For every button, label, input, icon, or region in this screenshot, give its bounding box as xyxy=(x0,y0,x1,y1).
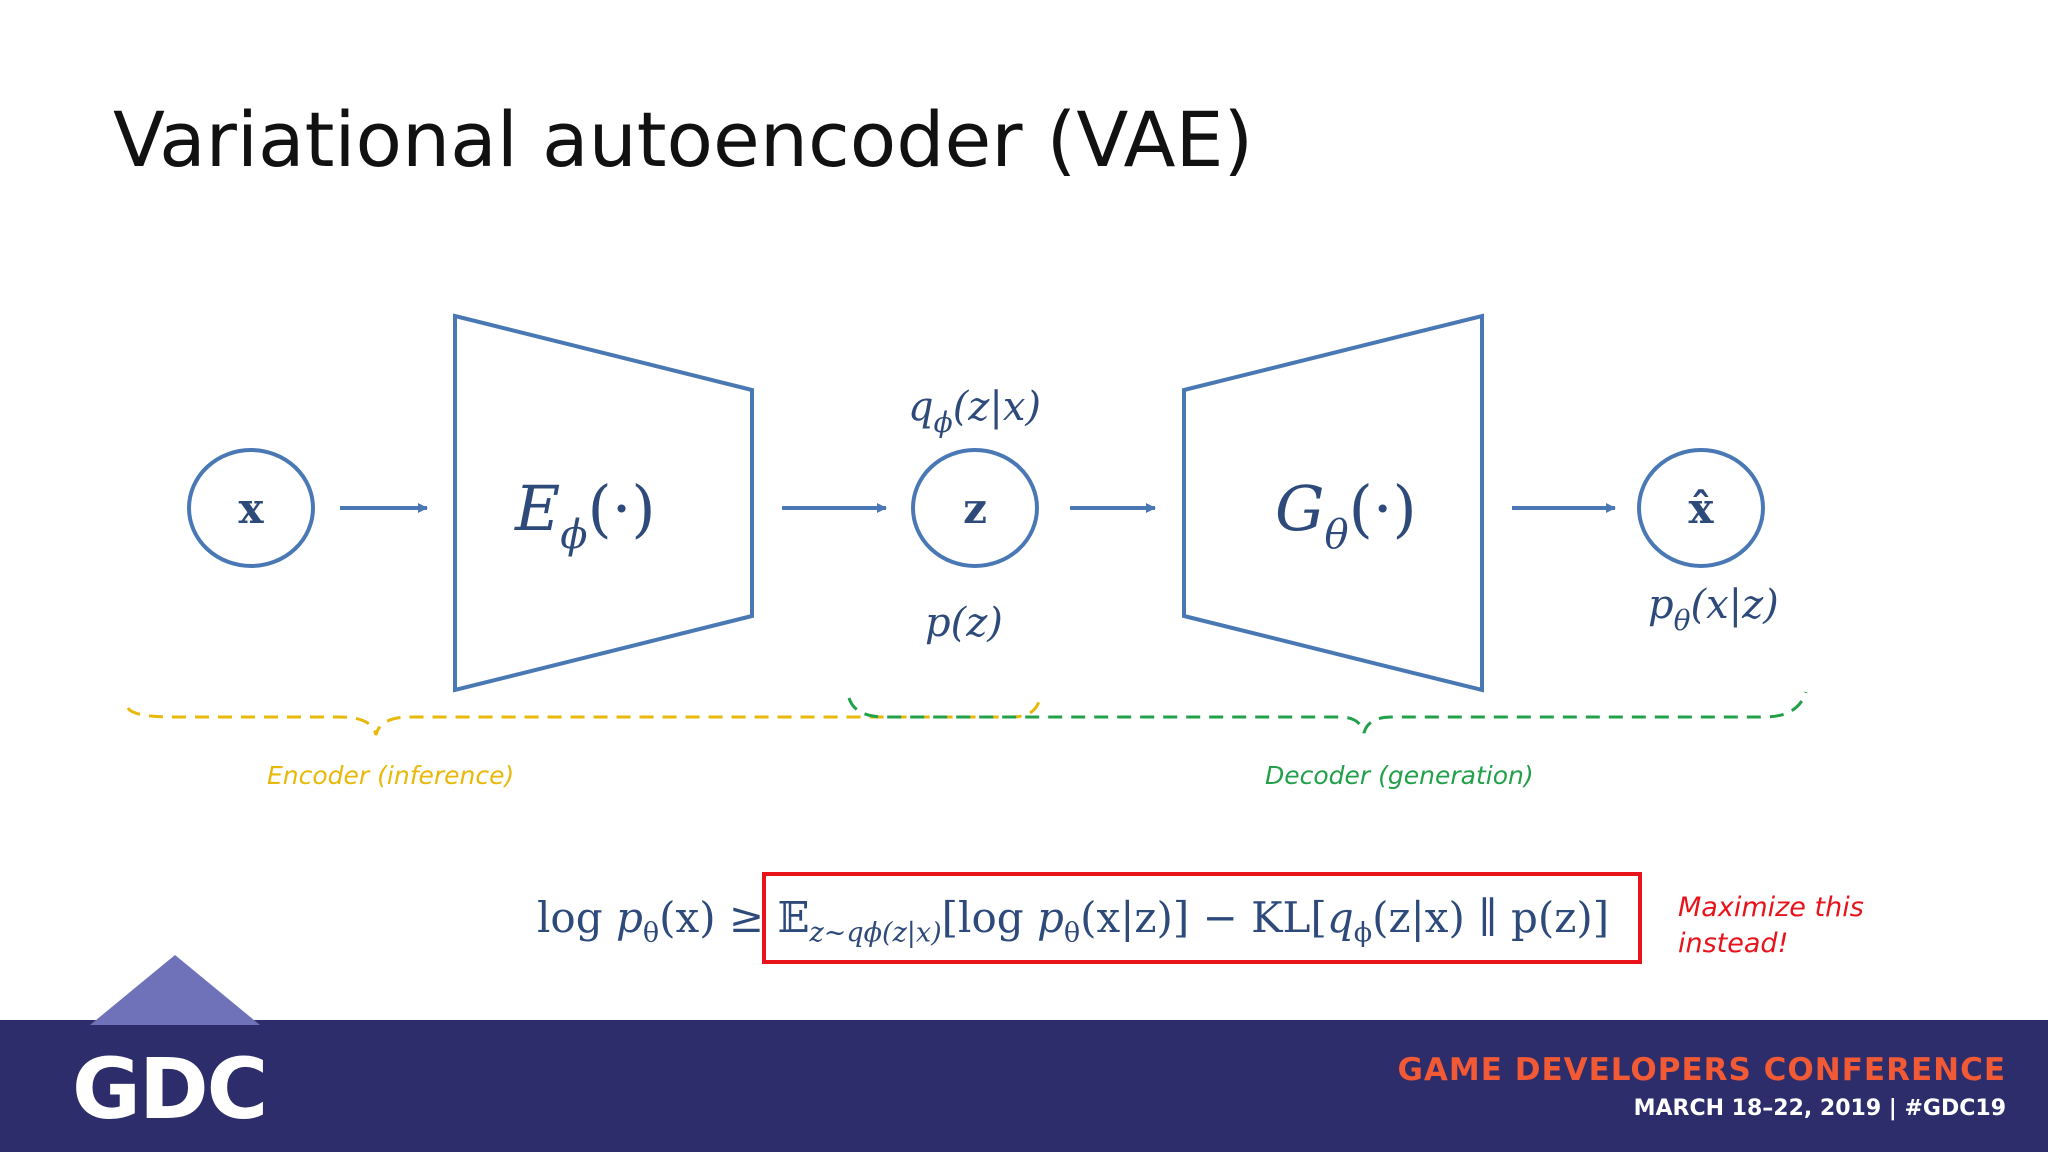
decoder-brace xyxy=(847,691,1808,734)
footer-bar xyxy=(0,1020,2048,1152)
output-node: x̂ xyxy=(1637,448,1765,568)
likelihood-label: pθ(x|z) xyxy=(1648,582,1779,637)
vae-diagram: x Eϕ(·) z qϕ(z|x) p(z) Gθ(·) x̂ pθ(x|z) … xyxy=(126,313,1808,790)
slide-title: Variational autoencoder (VAE) xyxy=(113,95,1254,184)
encoder-block: Eϕ(·) xyxy=(453,313,754,693)
encoder-brace-label: Encoder (inference) xyxy=(267,761,514,790)
gdc-logo-triangle xyxy=(90,955,260,1025)
decoder-brace-label: Decoder (generation) xyxy=(1265,761,1534,790)
output-node-label: x̂ xyxy=(1688,484,1714,533)
latent-node-label: z xyxy=(963,484,987,533)
latent-node: z xyxy=(911,448,1039,568)
input-node: x xyxy=(187,448,315,568)
conference-dates: MARCH 18–22, 2019 | #GDC19 xyxy=(1633,1096,2006,1121)
elbo-equation: log pθ(x) ≥ 𝔼z∼qϕ(z|x)[log pθ(x|z)] − KL… xyxy=(537,893,1610,949)
prior-label: p(z) xyxy=(925,600,1003,646)
encoder-brace xyxy=(126,697,1042,736)
elbo-highlight-box xyxy=(762,872,1642,964)
conference-name: GAME DEVELOPERS CONFERENCE xyxy=(1397,1052,2006,1088)
decoder-block: Gθ(·) xyxy=(1182,313,1484,693)
gdc-logo: GDC xyxy=(72,1040,268,1138)
posterior-label: qϕ(z|x) xyxy=(908,384,1041,439)
maximize-callout: Maximize this instead! xyxy=(1678,892,1864,959)
encoder-label: Eϕ(·) xyxy=(514,472,656,558)
input-node-label: x xyxy=(238,484,264,533)
decoder-label: Gθ(·) xyxy=(1275,472,1417,558)
